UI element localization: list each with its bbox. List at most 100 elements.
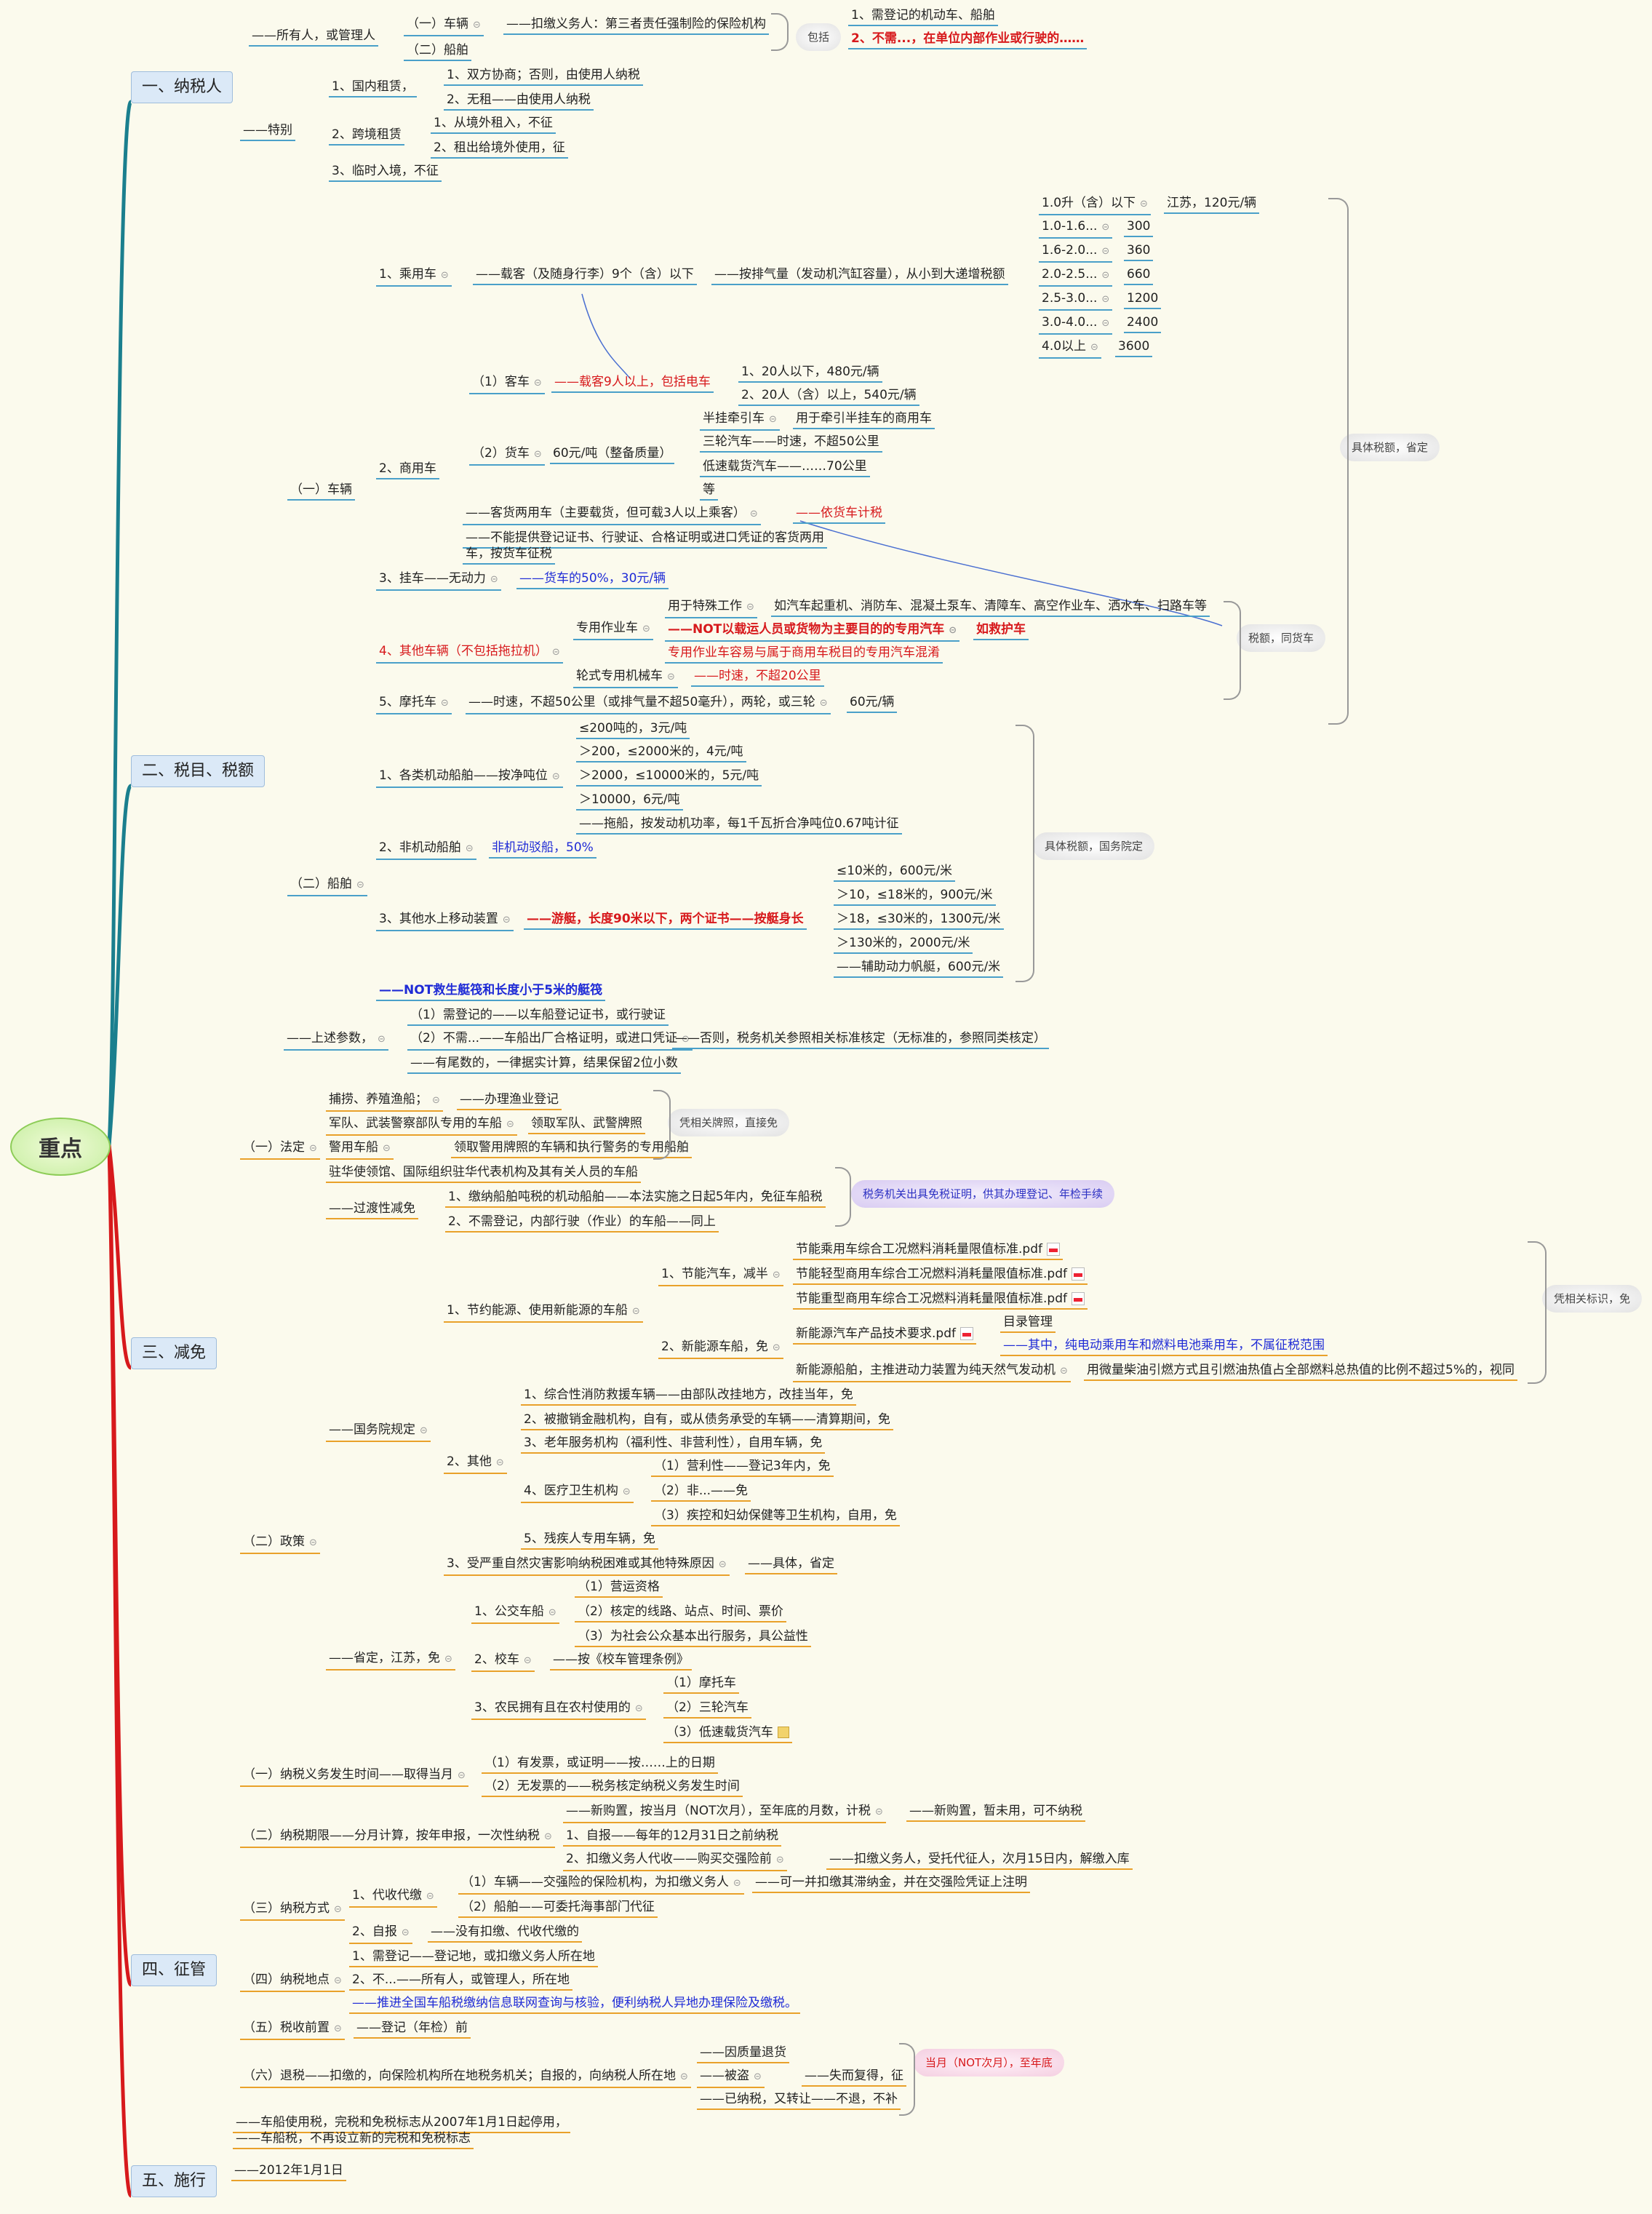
collapse-icon[interactable]: ⊝	[772, 1342, 781, 1353]
topic-node[interactable]: 如汽车起重机、消防车、混凝土泵车、清障车、高空作业车、洒水车、扫路车等	[771, 598, 1210, 617]
collapse-icon[interactable]: ⊝	[754, 2071, 762, 2082]
topic-node[interactable]: （2）非...——免	[651, 1483, 751, 1502]
topic-node[interactable]: 目录管理	[1000, 1314, 1056, 1333]
topic-node[interactable]: ——按排气量（发动机汽缸容量），从小到大递增税额	[711, 266, 1008, 285]
topic-node[interactable]: 2、租出给境外使用，征	[431, 140, 568, 159]
topic-node[interactable]: 2、自报⊝	[349, 1924, 412, 1944]
topic-node[interactable]: ——拖船，按发动机功率，每1千瓦折合净吨位0.67吨计征	[576, 816, 902, 835]
topic-node[interactable]: ——推进全国车船税缴纳信息联网查询与核验，便利纳税人异地办理保险及缴税。	[349, 1995, 800, 2014]
topic-node[interactable]: （四）纳税地点⊝	[240, 1972, 345, 1992]
topic-node[interactable]: （2）三轮汽车	[663, 1700, 751, 1719]
collapse-icon[interactable]: ⊝	[334, 2023, 342, 2034]
collapse-icon[interactable]: ⊝	[426, 1891, 434, 1902]
topic-node[interactable]: ＞200，≤2000米的，4元/吨	[576, 744, 746, 762]
topic-node[interactable]: （1）营运资格	[575, 1579, 663, 1598]
collapse-icon[interactable]: ⊝	[458, 1770, 466, 1781]
topic-node[interactable]: ——具体，省定	[745, 1556, 837, 1574]
topic-node[interactable]: 捕捞、养殖渔船；⊝	[326, 1091, 443, 1112]
topic-node[interactable]: 1、各类机动船舶——按净吨位⊝	[376, 768, 563, 788]
collapse-icon[interactable]: ⊝	[1060, 1366, 1068, 1377]
topic-node[interactable]: ≤10米的，600元/米	[834, 863, 956, 882]
collapse-icon[interactable]: ⊝	[746, 602, 754, 613]
topic-node[interactable]: 1、双方协商；否则，由使用人纳税	[444, 67, 643, 86]
topic-node[interactable]: ——客货两用车（主要载货，但可载3人以上乘客）⊝	[463, 505, 761, 525]
topic-node[interactable]: （五）税收前置⊝	[240, 2020, 345, 2040]
topic-node[interactable]: 1、代收代缴⊝	[349, 1887, 437, 1908]
topic-node[interactable]: ——登记（年检）前	[354, 2020, 471, 2039]
collapse-icon[interactable]: ⊝	[440, 270, 449, 281]
topic-node[interactable]: ＞10000，6元/吨	[576, 792, 683, 811]
topic-node[interactable]: （一）法定⊝	[240, 1139, 320, 1160]
root-topic[interactable]: 重点	[10, 1118, 111, 1176]
topic-node[interactable]: 4.0以上⊝	[1039, 338, 1101, 359]
topic-node[interactable]: 低速载货汽车——……70公里	[700, 458, 870, 477]
topic-node[interactable]: 2、跨境租赁	[329, 127, 404, 146]
collapse-icon[interactable]: ⊝	[401, 1927, 410, 1938]
topic-node[interactable]: 非机动驳船，50%	[489, 840, 596, 859]
topic-node[interactable]: 2、20人（含）以上，540元/辆	[738, 387, 919, 406]
collapse-icon[interactable]: ⊝	[551, 647, 560, 658]
topic-node[interactable]: 1、需登记的机动车、船舶	[848, 7, 998, 26]
topic-node[interactable]: 3.0-4.0...⊝	[1039, 314, 1113, 335]
topic-node[interactable]: 用于特殊工作⊝	[665, 598, 757, 618]
topic-node[interactable]: （二）船舶	[404, 42, 471, 61]
collapse-icon[interactable]: ⊝	[506, 1119, 514, 1130]
callout-note[interactable]: 具体税额，省定	[1340, 434, 1440, 461]
topic-node[interactable]: 2、其他⊝	[444, 1454, 507, 1474]
collapse-icon[interactable]: ⊝	[667, 672, 675, 682]
topic-node[interactable]: 军队、武装警察部队专用的车船⊝	[326, 1115, 517, 1136]
topic-node[interactable]: 1、综合性消防救援车辆——由部队改挂地方，改挂当年，免	[521, 1387, 856, 1406]
topic-node[interactable]: 5、摩托车⊝	[376, 694, 452, 714]
topic-node[interactable]: 2、不需...，在单位内部作业或行驶的……	[848, 31, 1088, 49]
collapse-icon[interactable]: ⊝	[775, 1855, 784, 1865]
topic-node[interactable]: 2、被撤销金融机构，自有，或从债务承受的车辆——清算期间，免	[521, 1411, 893, 1430]
topic-node[interactable]: ——载客（及随身行李）9个（含）以下	[473, 266, 697, 285]
topic-node[interactable]: 1.6-2.0...⊝	[1039, 242, 1113, 263]
topic-node[interactable]: 1、节能汽车，减半⊝	[658, 1266, 783, 1286]
collapse-icon[interactable]: ⊝	[334, 1975, 342, 1986]
topic-node[interactable]: 360	[1124, 242, 1154, 261]
note-icon[interactable]	[777, 1727, 789, 1738]
topic-node[interactable]: ——游艇，长度90米以下，两个证书——按艇身长	[524, 911, 807, 930]
topic-node[interactable]: 3、农民拥有且在农村使用的⊝	[471, 1700, 646, 1720]
topic-node[interactable]: ——国务院规定⊝	[326, 1422, 431, 1442]
topic-node[interactable]: ——省定，江苏，免⊝	[326, 1650, 455, 1671]
callout-note[interactable]: 税务机关出具免税证明，供其办理登记、年检手续	[851, 1180, 1115, 1208]
topic-node[interactable]: 用于牵引半挂车的商用车	[793, 410, 935, 429]
topic-node[interactable]: 3、临时入境，不征	[329, 163, 442, 182]
callout-note[interactable]: 包括	[796, 23, 842, 51]
main-topic[interactable]: 二、税目、税额	[131, 755, 266, 787]
collapse-icon[interactable]: ⊝	[1101, 318, 1110, 329]
topic-node[interactable]: 新能源汽车产品技术要求.pdf	[793, 1326, 976, 1345]
collapse-icon[interactable]: ⊝	[533, 449, 542, 460]
topic-node[interactable]: 4、医疗卫生机构⊝	[521, 1483, 634, 1503]
topic-node[interactable]: （1）车辆——交强险的保险机构，为扣缴义务人⊝	[458, 1874, 744, 1895]
topic-node[interactable]: 1、需登记——登记地，或扣缴义务人所在地	[349, 1948, 598, 1967]
topic-node[interactable]: （三）纳税方式⊝	[240, 1900, 345, 1921]
topic-node[interactable]: ——被盗⊝	[697, 2068, 765, 2088]
topic-node[interactable]: （2）核定的线路、站点、时间、票价	[575, 1604, 786, 1622]
topic-node[interactable]: 2、无租——由使用人纳税	[444, 92, 594, 111]
topic-node[interactable]: ——扣缴义务人，受托代征人，次月15日内，解缴入库	[826, 1851, 1133, 1870]
collapse-icon[interactable]: ⊝	[544, 1831, 552, 1842]
topic-node[interactable]: 1、乘用车⊝	[376, 266, 452, 287]
collapse-icon[interactable]: ⊝	[465, 843, 474, 854]
topic-node[interactable]: （1）客车⊝	[469, 374, 545, 394]
callout-note[interactable]: 凭相关标识，免	[1542, 1285, 1643, 1313]
collapse-icon[interactable]: ⊝	[432, 1095, 440, 1106]
topic-node[interactable]: ——辅助动力帆艇，600元/米	[834, 959, 1004, 978]
collapse-icon[interactable]: ⊝	[819, 698, 828, 709]
collapse-icon[interactable]: ⊝	[634, 1703, 643, 1714]
topic-node[interactable]: ——NOT救生艇筏和长度小于5米的艇筏	[376, 982, 606, 1001]
topic-node[interactable]: ——时速，不超20公里	[691, 668, 824, 687]
topic-node[interactable]: 3600	[1115, 338, 1153, 357]
pdf-attachment-icon[interactable]	[1071, 1267, 1085, 1281]
topic-node[interactable]: 4、其他车辆（不包括拖拉机）⊝	[376, 643, 563, 664]
topic-node[interactable]: 警用车船⊝	[326, 1139, 394, 1160]
topic-node[interactable]: 2.5-3.0...⊝	[1039, 290, 1113, 311]
topic-node[interactable]: ——车船使用税，完税和免税标志从2007年1月1日起停用，	[233, 2114, 570, 2133]
topic-node[interactable]: 专用作业车⊝	[573, 620, 653, 640]
topic-node[interactable]: 1、缴纳船舶吨税的机动船舶——本法实施之日起5年内，免征车船税	[445, 1189, 826, 1208]
collapse-icon[interactable]: ⊝	[420, 1425, 428, 1436]
topic-node[interactable]: 5、残疾人专用车辆，免	[521, 1531, 658, 1550]
